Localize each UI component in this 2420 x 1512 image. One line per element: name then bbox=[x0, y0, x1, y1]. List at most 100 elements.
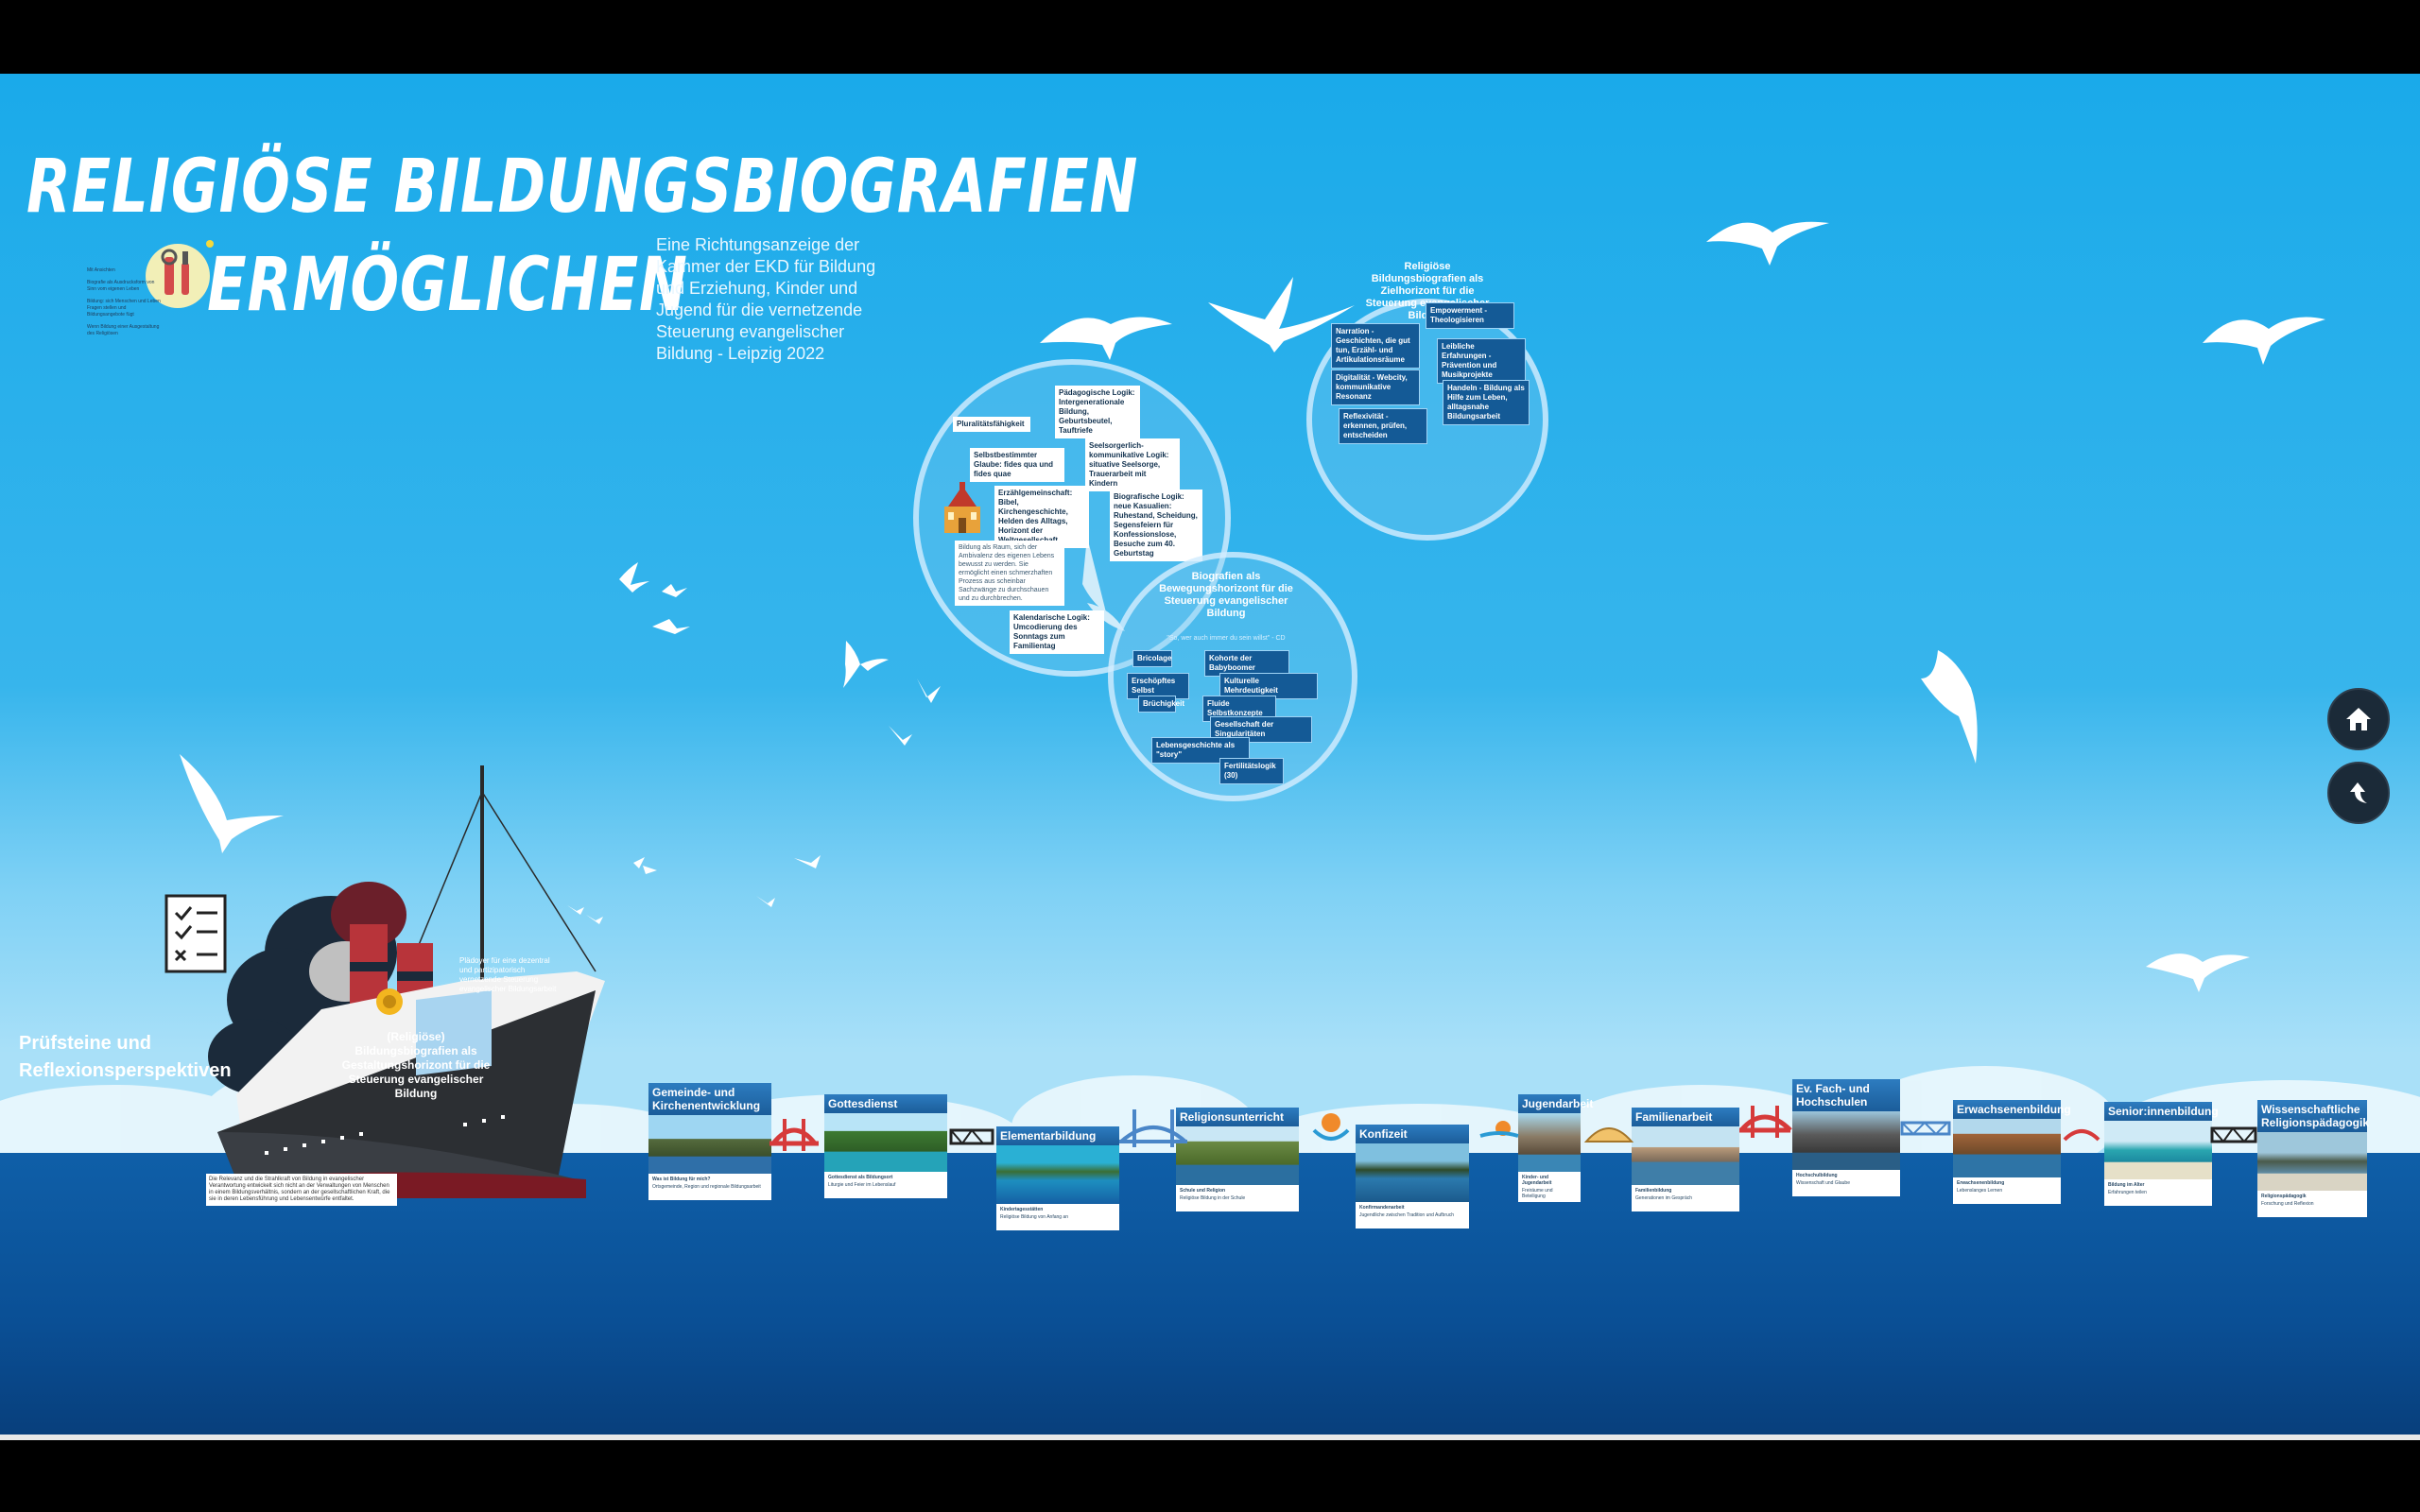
card-bricolage[interactable]: Bricolage bbox=[1132, 650, 1172, 667]
station-desc-text: Lebenslanges Lernen bbox=[1957, 1188, 2003, 1194]
station-title: Gemeinde- und Kirchenentwicklung bbox=[648, 1083, 771, 1115]
card-kalendarische-logik[interactable]: Kalendarische Logik: Umcodierung des Son… bbox=[1010, 610, 1104, 654]
home-icon bbox=[2346, 708, 2371, 730]
side-note: Wenn Bildung einer Ausgestaltung des Rel… bbox=[87, 324, 160, 336]
station-title: Konfizeit bbox=[1356, 1125, 1469, 1143]
station-title: Jugendarbeit bbox=[1518, 1094, 1593, 1113]
station-image bbox=[1953, 1119, 2061, 1177]
pruefsteine-label[interactable]: Prüfsteine und Reflexionsperspektiven bbox=[19, 1033, 232, 1081]
presentation-title: Religiöse Bildungsbiografien ermöglichen bbox=[26, 138, 1138, 335]
station-desc-text: Wissenschaft und Glaube bbox=[1796, 1180, 1850, 1186]
station-desc-head: Kindertagesstätten bbox=[1000, 1207, 1044, 1212]
card-babyboomer[interactable]: Kohorte der Babyboomer bbox=[1204, 650, 1289, 677]
station-gemeinde[interactable]: Gemeinde- und Kirchenentwicklung Was ist… bbox=[648, 1083, 771, 1200]
bottom-edge bbox=[0, 1435, 2420, 1440]
station-image bbox=[1518, 1113, 1581, 1172]
station-desc-head: Kinder- und Jugendarbeit bbox=[1522, 1175, 1552, 1186]
station-image bbox=[1792, 1111, 1900, 1170]
station-title: Senior:innenbildung bbox=[2104, 1102, 2219, 1121]
card-handeln[interactable]: Handeln - Bildung als Hilfe zum Leben, a… bbox=[1443, 380, 1530, 425]
top-letterbox bbox=[0, 0, 2420, 74]
station-desc-head: Schule und Religion bbox=[1180, 1188, 1226, 1194]
station-desc-text: Freiräume und Beteiligung bbox=[1522, 1188, 1553, 1199]
card-empowerment[interactable]: Empowerment - Theologisieren bbox=[1426, 302, 1514, 329]
station-image bbox=[648, 1115, 771, 1174]
card-bruechigkeit[interactable]: Brüchigkeit bbox=[1138, 696, 1184, 713]
card-biografische-logik[interactable]: Biografische Logik: neue Kasualien: Ruhe… bbox=[1110, 490, 1202, 561]
card-reflexivitaet[interactable]: Reflexivität - erkennen, prüfen, entsche… bbox=[1339, 408, 1427, 444]
station-image bbox=[996, 1145, 1119, 1204]
card-seelsorgerliche-logik[interactable]: Seelsorgerlich-kommunikative Logik: situ… bbox=[1085, 438, 1180, 491]
card-digitalitaet[interactable]: Digitalität - Webcity, kommunikative Res… bbox=[1331, 369, 1420, 405]
card-fertilitaetslogik[interactable]: Fertilitätslogik (30) bbox=[1219, 758, 1284, 784]
station-desc-head: Religionspädagogik bbox=[2261, 1194, 2307, 1199]
station-religionspaedagogik[interactable]: Wissenschaftliche Religionspädagogik Rel… bbox=[2257, 1100, 2369, 1217]
station-desc-head: Konfirmandenarbeit bbox=[1359, 1205, 1405, 1211]
ship-note[interactable]: Plädoyer für eine dezentral und partizip… bbox=[459, 956, 557, 993]
card-pluralitaet[interactable]: Pluralitätsfähigkeit bbox=[953, 417, 1030, 432]
station-desc-head: Familienbildung bbox=[1635, 1188, 1672, 1194]
station-image bbox=[2104, 1121, 2212, 1179]
card-narration[interactable]: Narration - Geschichten, die gut tun, Er… bbox=[1331, 323, 1420, 369]
station-image bbox=[1356, 1143, 1469, 1202]
station-desc-text: Generationen im Gespräch bbox=[1635, 1195, 1693, 1201]
circle-bewegungshorizont-quote: "So, wer auch immer du sein willst" - CD bbox=[1167, 635, 1286, 642]
card-selbstbestimmter-glaube[interactable]: Selbstbestimmter Glaube: fides qua und f… bbox=[970, 448, 1064, 482]
seagulls-icon bbox=[180, 221, 2325, 992]
bottom-letterbox bbox=[0, 1435, 2420, 1512]
station-image bbox=[2257, 1132, 2367, 1191]
card-ambivalenz-note[interactable]: Bildung als Raum, sich der Ambivalenz de… bbox=[955, 541, 1064, 606]
station-desc-head: Gottesdienst als Bildungsort bbox=[828, 1175, 893, 1180]
prezi-canvas[interactable]: Religiöse Bildungsbiografien ermöglichen… bbox=[0, 74, 2420, 1435]
circle-zielhorizont-title: Religiöse Bildungsbiografien als Zielhor… bbox=[1365, 261, 1490, 321]
back-button[interactable] bbox=[2327, 762, 2390, 824]
card-lebensgeschichte[interactable]: Lebensgeschichte als "story" bbox=[1151, 737, 1250, 764]
presentation-subtitle: Eine Richtungsanzeige der Kammer der EKD… bbox=[656, 235, 876, 363]
side-note: Mit Ansichten bbox=[87, 267, 115, 273]
station-desc-head: Was ist Bildung für mich? bbox=[652, 1177, 711, 1182]
station-desc-head: Bildung im Alter bbox=[2108, 1182, 2145, 1188]
station-hochschulen[interactable]: Ev. Fach- und Hochschulen Hochschulbildu… bbox=[1792, 1079, 1900, 1196]
ship-label[interactable]: (Religiöse) Bildungsbiografien als Gesta… bbox=[341, 1030, 491, 1100]
side-note: Biografie als Ausdrucksform von Sinn vom… bbox=[87, 280, 155, 292]
title-line-2: ermöglichen bbox=[207, 243, 688, 328]
card-leibliche-erfahrungen[interactable]: Leibliche Erfahrungen - Prävention und M… bbox=[1437, 338, 1526, 384]
ship-info-box[interactable]: Die Relevanz und die Strahlkraft von Bil… bbox=[206, 1174, 397, 1206]
bridge-icons bbox=[769, 1106, 2257, 1151]
station-description: Was ist Bildung für mich? Ortsgemeinde, R… bbox=[648, 1174, 771, 1200]
station-title: Elementarbildung bbox=[996, 1126, 1119, 1145]
station-title: Ev. Fach- und Hochschulen bbox=[1792, 1079, 1900, 1111]
station-desc-text: Religiöse Bildung von Anfang an bbox=[1000, 1214, 1068, 1220]
station-image bbox=[824, 1113, 947, 1172]
station-gottesdienst[interactable]: Gottesdienst Gottesdienst als Bildungsor… bbox=[824, 1094, 947, 1198]
card-erschoepftes-selbst[interactable]: Erschöpftes Selbst bbox=[1127, 673, 1189, 699]
card-erzaehlgemeinschaft[interactable]: Erzählgemeinschaft: Bibel, Kirchengeschi… bbox=[994, 486, 1089, 548]
card-kulturelle-mehrdeutigkeit[interactable]: Kulturelle Mehrdeutigkeit bbox=[1219, 673, 1318, 699]
station-desc-text: Liturgie und Feier im Lebenslauf bbox=[828, 1182, 896, 1188]
title-line-1: Religiöse Bildungsbiografien bbox=[26, 145, 1139, 230]
station-desc-head: Hochschulbildung bbox=[1796, 1173, 1838, 1178]
home-button[interactable] bbox=[2327, 688, 2390, 750]
tools-icon bbox=[146, 240, 214, 308]
station-title: Erwachsenenbildung bbox=[1953, 1100, 2071, 1119]
station-image bbox=[1176, 1126, 1299, 1185]
station-title: Familienarbeit bbox=[1632, 1108, 1739, 1126]
station-desc-text: Ortsgemeinde, Region und regionale Bildu… bbox=[652, 1184, 761, 1190]
station-image bbox=[1632, 1126, 1739, 1185]
card-paedagogische-logik[interactable]: Pädagogische Logik: Intergenerationale B… bbox=[1055, 386, 1140, 438]
